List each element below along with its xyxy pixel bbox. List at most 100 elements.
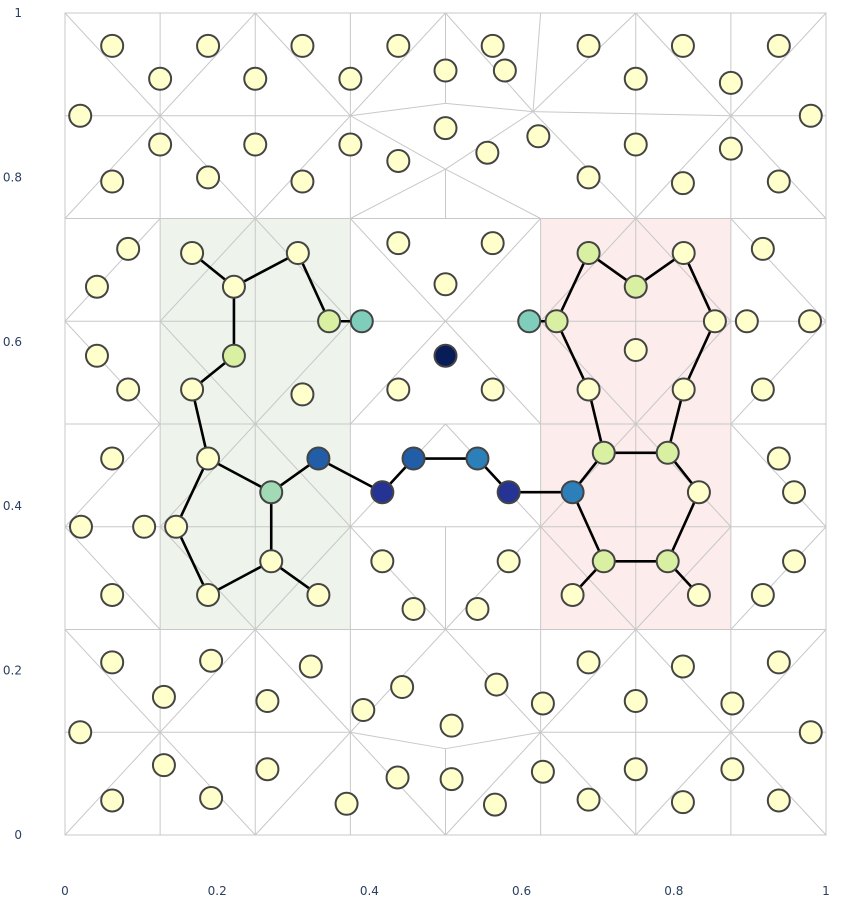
mesh-node — [530, 759, 555, 784]
mesh-node — [338, 132, 363, 157]
mesh-line — [159, 629, 256, 733]
graph-node — [591, 549, 616, 574]
mesh-line — [540, 731, 637, 836]
mesh-line — [159, 320, 256, 425]
mesh-node — [720, 691, 745, 716]
graph-node — [671, 377, 696, 402]
mesh-line — [635, 423, 732, 528]
mesh-line — [159, 218, 256, 322]
mesh-node — [482, 792, 507, 817]
graph-node — [686, 582, 711, 607]
graph-node — [196, 446, 221, 471]
graph-node — [285, 241, 310, 266]
mesh-line — [254, 12, 351, 117]
graph-node — [370, 480, 395, 505]
mesh-line — [254, 320, 351, 425]
graph-node — [576, 377, 601, 402]
mesh-node — [68, 720, 93, 745]
mesh-line — [254, 115, 351, 219]
graph-node — [702, 309, 727, 334]
mesh-node — [100, 650, 125, 675]
mesh-line — [254, 731, 351, 836]
mesh-node — [576, 165, 601, 190]
y-tick-label: 0.8 — [3, 170, 22, 184]
mesh-node — [798, 103, 823, 128]
graph-node — [591, 440, 616, 465]
mesh-node — [576, 33, 601, 58]
mesh-node — [439, 767, 464, 792]
mesh-line — [445, 218, 541, 322]
mesh-line — [64, 526, 161, 630]
mesh-node — [199, 786, 224, 811]
mesh-node — [766, 446, 791, 471]
mesh-line — [635, 629, 732, 733]
graph-edge — [317, 457, 384, 494]
mesh-line — [254, 526, 351, 630]
mesh-line — [635, 320, 732, 425]
mesh-node — [750, 582, 775, 607]
mesh-node — [199, 648, 224, 673]
mesh-node — [526, 124, 551, 149]
mesh-node — [766, 788, 791, 813]
mesh-line — [445, 102, 534, 113]
mesh-node — [290, 33, 315, 58]
mesh-node — [243, 66, 268, 91]
mesh-node — [670, 33, 695, 58]
graph-edge — [232, 251, 300, 289]
mesh-line — [159, 423, 256, 528]
mesh-node — [116, 236, 141, 261]
mesh-node — [798, 309, 823, 334]
mesh-line — [445, 111, 534, 170]
mesh-line — [445, 731, 541, 750]
mesh-node — [480, 377, 505, 402]
mesh-node — [390, 675, 415, 700]
graph-node — [221, 274, 246, 299]
graph-node — [317, 309, 342, 334]
mesh-node — [465, 596, 490, 621]
y-tick-label: 0.4 — [3, 499, 22, 513]
mesh-node — [623, 689, 648, 714]
mesh-node — [298, 654, 323, 679]
mesh-node — [148, 66, 173, 91]
y-tick-label: 0.6 — [3, 335, 22, 349]
mesh-line — [159, 12, 256, 117]
mesh-line — [445, 168, 541, 219]
mesh-line — [445, 12, 534, 112]
mesh-line — [254, 423, 351, 528]
mesh-node — [385, 765, 410, 790]
graph-node — [221, 343, 246, 368]
mesh-node — [766, 33, 791, 58]
mesh-node — [718, 70, 743, 95]
mesh-line — [350, 102, 446, 117]
mesh-line — [540, 218, 637, 322]
mesh-node — [290, 382, 315, 407]
graph-edge — [682, 251, 717, 323]
graph-edge — [296, 251, 331, 323]
mesh-node — [484, 672, 509, 697]
graph-edge — [555, 251, 590, 323]
mesh-line — [635, 12, 732, 117]
mesh-node — [439, 713, 464, 738]
x-tick-label: 0 — [61, 884, 69, 898]
mesh-node — [720, 757, 745, 782]
mesh-line — [532, 12, 637, 113]
mesh-line — [533, 111, 731, 117]
x-tick-label: 0.2 — [208, 884, 227, 898]
graph-node — [306, 582, 331, 607]
mesh-node — [100, 582, 125, 607]
x-tick-label: 1 — [822, 884, 830, 898]
mesh-node — [68, 514, 93, 539]
mesh-node — [492, 58, 517, 83]
mesh-node — [290, 169, 315, 194]
mesh-node — [386, 231, 411, 256]
mesh-line — [64, 320, 161, 425]
y-tick-label: 0.2 — [3, 664, 22, 678]
mesh-line — [64, 115, 161, 219]
graph-node — [655, 440, 680, 465]
graph-node — [576, 241, 601, 266]
mesh-line — [159, 526, 256, 630]
mesh-node — [132, 514, 157, 539]
graph-node — [623, 274, 648, 299]
mesh-node — [782, 480, 807, 505]
